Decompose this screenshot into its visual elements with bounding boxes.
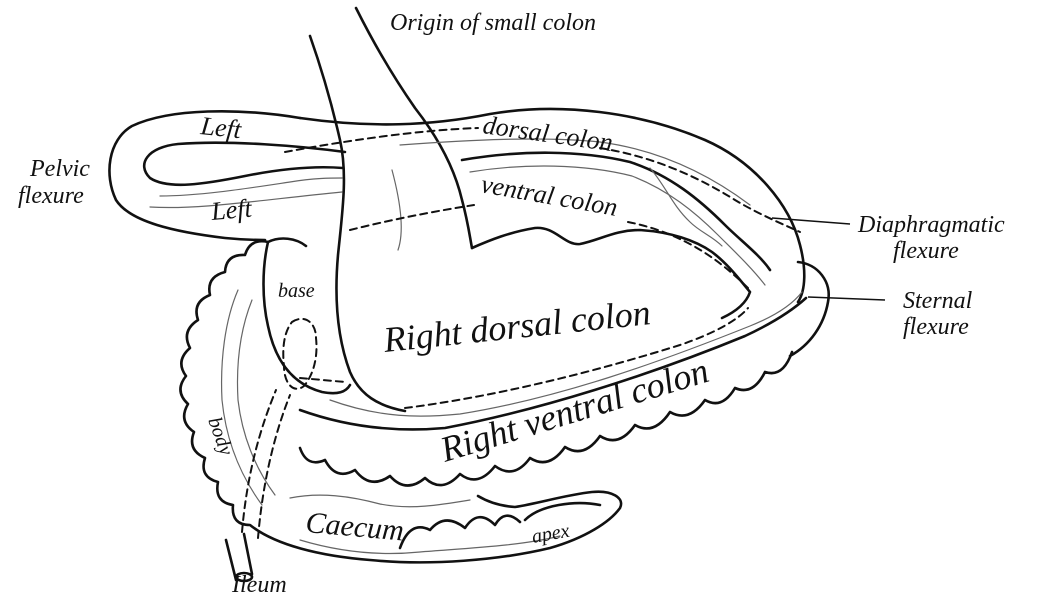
label-base: base bbox=[278, 280, 315, 302]
base-hidden-outline bbox=[282, 317, 318, 390]
sternal-flexure-outline bbox=[788, 260, 830, 358]
label-origin-small-colon: Origin of small colon bbox=[390, 10, 596, 36]
label-ventral-colon: ventral colon bbox=[479, 169, 620, 222]
label-pelvic: Pelvic bbox=[29, 156, 90, 182]
diaphragmatic-fold-line bbox=[649, 167, 723, 247]
caecum-sacculations bbox=[398, 514, 522, 550]
left-colon-outer-outline bbox=[108, 109, 302, 242]
sternal-pointer-line bbox=[807, 296, 886, 301]
ventral-hidden-line-right bbox=[627, 221, 749, 289]
right-ventral-colon-sacculations bbox=[298, 350, 794, 487]
dorsal-hidden-line-right bbox=[599, 147, 801, 233]
ileum-hidden-course bbox=[241, 389, 291, 539]
dorsal-colon-outer-outline bbox=[298, 107, 806, 304]
ileum-tube bbox=[224, 532, 254, 582]
caecum-outline bbox=[179, 240, 623, 564]
right-ventral-wall-line bbox=[329, 291, 803, 417]
caecum-inner-bottom-line bbox=[299, 535, 561, 555]
caecum-inner-top-line bbox=[289, 494, 471, 508]
left-ventral-wall-line bbox=[159, 177, 343, 197]
small-colon-right-wall bbox=[354, 6, 474, 250]
label-left-dorsal-left: Left bbox=[198, 111, 243, 144]
ventral-hidden-line bbox=[349, 204, 475, 231]
label-ileum: Ileum bbox=[231, 572, 287, 598]
caecum-base-outline bbox=[262, 240, 352, 395]
label-dorsal-colon: dorsal colon bbox=[481, 110, 614, 157]
caecum-wall-line bbox=[236, 299, 276, 496]
dorsal-ventral-boundary bbox=[460, 151, 772, 272]
label-sternal-flexure: flexure bbox=[903, 314, 969, 340]
apex-fold bbox=[523, 501, 602, 522]
left-loop-inner-outline bbox=[143, 141, 347, 187]
right-ventral-colon-upper-edge bbox=[298, 296, 808, 431]
caecum-wall-line bbox=[221, 289, 263, 506]
dorsal-hidden-line bbox=[284, 127, 479, 153]
left-dorsal-wall-line bbox=[399, 138, 751, 206]
label-diaphragmatic: Diaphragmatic bbox=[857, 212, 1005, 238]
label-body: body bbox=[203, 414, 237, 458]
base-hidden-line bbox=[299, 377, 346, 383]
caecum-base-top bbox=[266, 237, 308, 248]
small-colon-left-wall bbox=[308, 34, 407, 413]
ileum-opening bbox=[234, 571, 254, 583]
label-right-dorsal-colon: Right dorsal colon bbox=[381, 292, 653, 360]
diaphragmatic-pointer-line bbox=[771, 217, 851, 225]
label-left-ventral-left: Left bbox=[209, 193, 254, 226]
label-diaphragmatic-flexure: flexure bbox=[893, 238, 959, 264]
ventral-wall-line bbox=[469, 165, 766, 286]
label-sternal: Sternal bbox=[903, 288, 973, 314]
small-colon-wall-line bbox=[391, 169, 402, 251]
right-dorsal-colon-upper-edge bbox=[470, 226, 752, 320]
label-caecum: Caecum bbox=[304, 506, 405, 547]
left-ventral-wall-line bbox=[149, 191, 343, 209]
label-pelvic-flexure: flexure bbox=[18, 183, 84, 209]
